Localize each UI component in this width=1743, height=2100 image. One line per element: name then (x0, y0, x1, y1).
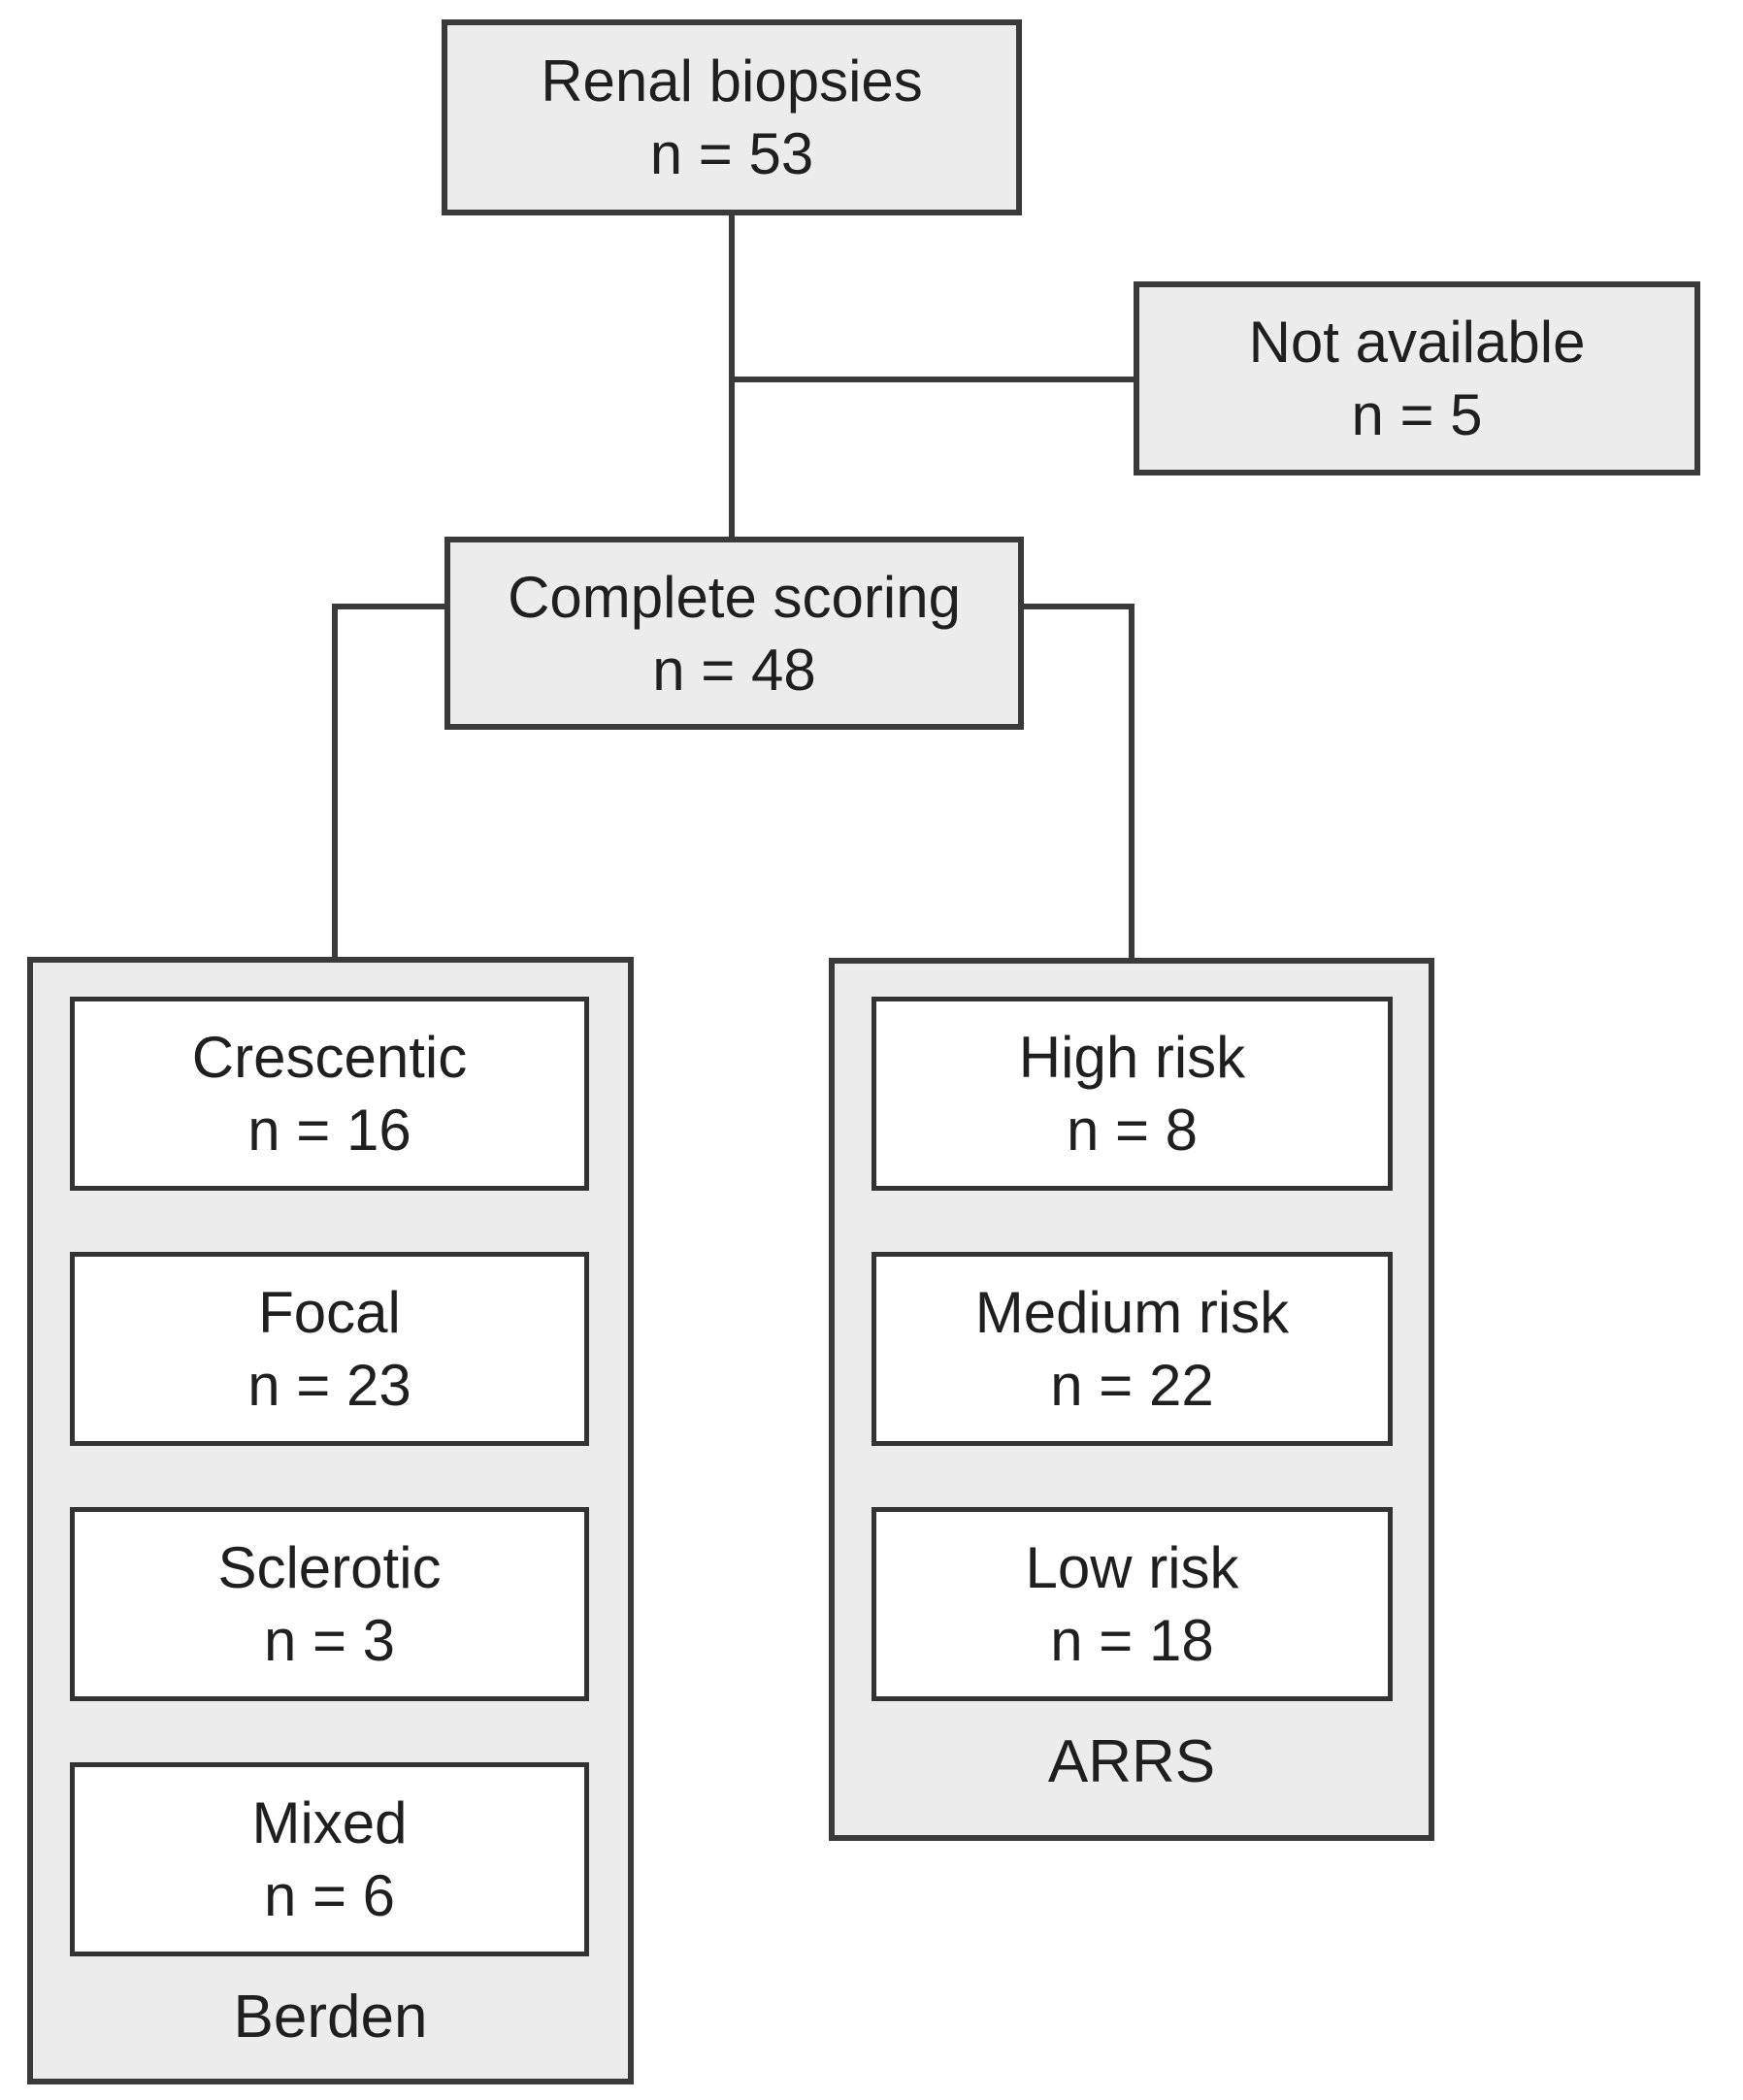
node-high-risk-count: n = 8 (1066, 1098, 1199, 1163)
connector-right-vertical (1129, 604, 1135, 960)
node-crescentic-label: Crescentic (191, 1025, 468, 1090)
node-sclerotic-label: Sclerotic (217, 1535, 442, 1600)
node-focal-label: Focal (258, 1280, 401, 1345)
node-crescentic-count: n = 16 (247, 1098, 411, 1163)
node-focal: Focal n = 23 (70, 1252, 589, 1446)
node-low-risk-count: n = 18 (1050, 1608, 1214, 1673)
node-crescentic: Crescentic n = 16 (70, 997, 589, 1191)
group-arrs-label: ARRS (1047, 1728, 1216, 1795)
node-medium-risk-count: n = 22 (1050, 1353, 1214, 1418)
group-arrs: High risk n = 8 Medium risk n = 22 Low r… (829, 958, 1434, 1841)
node-mixed-label: Mixed (251, 1790, 408, 1855)
node-complete-scoring-count: n = 48 (652, 637, 816, 703)
node-medium-risk: Medium risk n = 22 (872, 1252, 1393, 1446)
group-berden: Crescentic n = 16 Focal n = 23 Sclerotic… (27, 957, 634, 2084)
node-high-risk-label: High risk (1018, 1025, 1246, 1090)
node-complete-scoring: Complete scoring n = 48 (444, 537, 1024, 730)
connector-stem-vertical (729, 213, 735, 539)
node-renal-biopsies-label: Renal biopsies (541, 49, 923, 114)
connector-branch-not-available (732, 377, 1135, 382)
node-high-risk: High risk n = 8 (872, 997, 1393, 1191)
node-focal-count: n = 23 (247, 1353, 411, 1418)
connector-left-horizontal (335, 604, 446, 609)
node-low-risk-label: Low risk (1025, 1535, 1239, 1600)
node-low-risk: Low risk n = 18 (872, 1507, 1393, 1701)
node-mixed-count: n = 6 (263, 1863, 396, 1928)
node-not-available-label: Not available (1248, 310, 1586, 375)
node-medium-risk-label: Medium risk (974, 1280, 1290, 1345)
node-not-available-count: n = 5 (1351, 382, 1483, 447)
connector-left-vertical (332, 604, 338, 959)
node-renal-biopsies-count: n = 53 (649, 121, 814, 186)
connector-right-horizontal (1022, 604, 1134, 609)
node-mixed: Mixed n = 6 (70, 1762, 589, 1956)
group-berden-label: Berden (233, 1984, 428, 2051)
node-complete-scoring-label: Complete scoring (508, 564, 961, 630)
node-sclerotic: Sclerotic n = 3 (70, 1507, 589, 1701)
node-not-available: Not available n = 5 (1134, 281, 1700, 476)
node-renal-biopsies: Renal biopsies n = 53 (442, 19, 1022, 215)
node-sclerotic-count: n = 3 (263, 1608, 396, 1673)
